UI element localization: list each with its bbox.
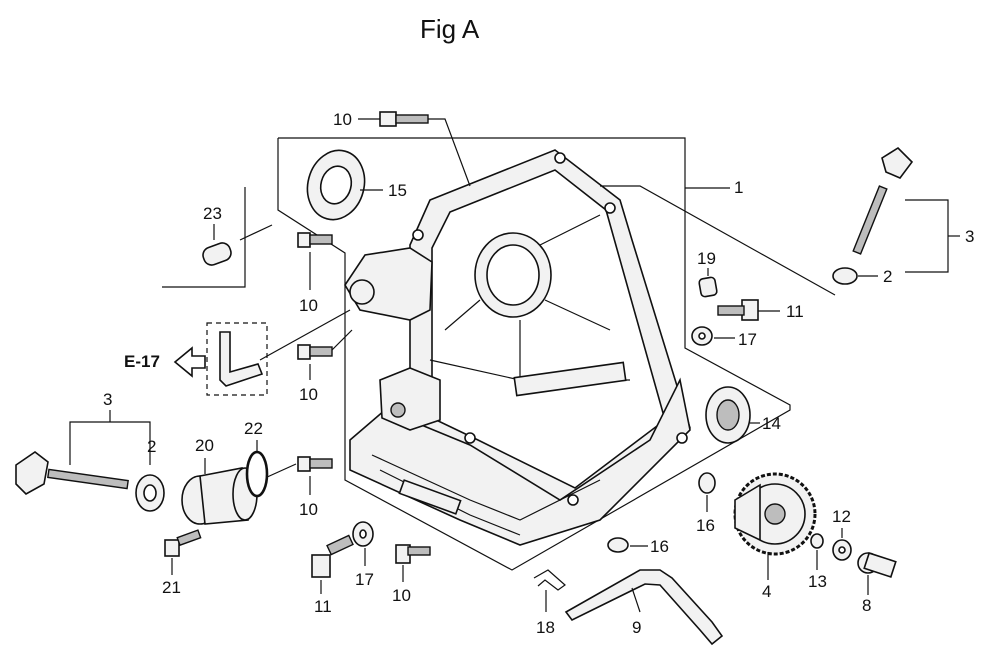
callout-2: 2 <box>883 267 892 286</box>
callout-20: 20 <box>195 436 214 455</box>
callout-10: 10 <box>299 296 318 315</box>
callout-8: 8 <box>862 596 871 615</box>
callout-14: 14 <box>762 414 781 433</box>
callout-11: 11 <box>786 302 804 321</box>
flange-bolt-icon <box>297 329 353 380</box>
flange-bolt-icon <box>164 529 202 575</box>
oil-dipstick-icon <box>15 410 165 512</box>
oil-dipstick-icon <box>832 146 960 285</box>
o-ring-icon <box>245 440 269 498</box>
washer-icon <box>832 528 852 561</box>
ball-bearing-icon <box>705 386 760 444</box>
governor-arm-icon <box>564 569 724 646</box>
callout-12: 12 <box>832 507 851 526</box>
flange-bolt-icon <box>264 456 333 495</box>
flange-bolt-icon <box>717 299 780 321</box>
callout-1: 1 <box>734 178 743 197</box>
callout-19: 19 <box>697 249 716 268</box>
washer-icon <box>352 521 374 566</box>
oil-filler-neck-icon <box>181 458 258 525</box>
crankcase-cover-part <box>277 137 791 571</box>
callout-10: 10 <box>299 385 318 404</box>
washer-icon <box>691 326 735 346</box>
callout-2: 2 <box>147 437 156 456</box>
callout-16: 16 <box>696 516 715 535</box>
flange-bolt-icon <box>358 111 471 187</box>
breather-tube-icon <box>173 309 351 396</box>
callout-17: 17 <box>355 570 374 589</box>
callout-15: 15 <box>388 181 407 200</box>
washer-icon <box>607 537 648 553</box>
callout-9: 9 <box>632 618 641 637</box>
oil-seal-icon <box>306 149 383 221</box>
callout-16: 16 <box>650 537 669 556</box>
flange-bolt-icon <box>311 534 354 594</box>
callout-11: 11 <box>314 597 332 616</box>
governor-gear-icon <box>733 472 817 580</box>
callout-3: 3 <box>103 390 112 409</box>
governor-shaft-icon <box>857 552 897 595</box>
washer-icon <box>698 472 716 512</box>
callout-21: 21 <box>162 578 181 597</box>
flange-bolt-icon <box>395 544 431 582</box>
flange-bolt-icon <box>297 232 333 290</box>
callout-13: 13 <box>808 572 827 591</box>
callout-10: 10 <box>392 586 411 605</box>
callout-18: 18 <box>536 618 555 637</box>
callout-10: 10 <box>333 110 352 129</box>
dowel-pin-icon <box>698 268 718 298</box>
callout-3: 3 <box>965 227 974 246</box>
retaining-clip-icon <box>533 569 566 612</box>
figure-title: Fig A <box>420 14 480 44</box>
callout-22: 22 <box>244 419 263 438</box>
callout-23: 23 <box>203 204 222 223</box>
washer-icon <box>810 533 824 570</box>
callout-4: 4 <box>762 582 771 601</box>
dowel-pin-icon <box>162 187 273 288</box>
reference-e17-label: E-17 <box>124 352 160 371</box>
callout-17: 17 <box>738 330 757 349</box>
callout-10: 10 <box>299 500 318 519</box>
